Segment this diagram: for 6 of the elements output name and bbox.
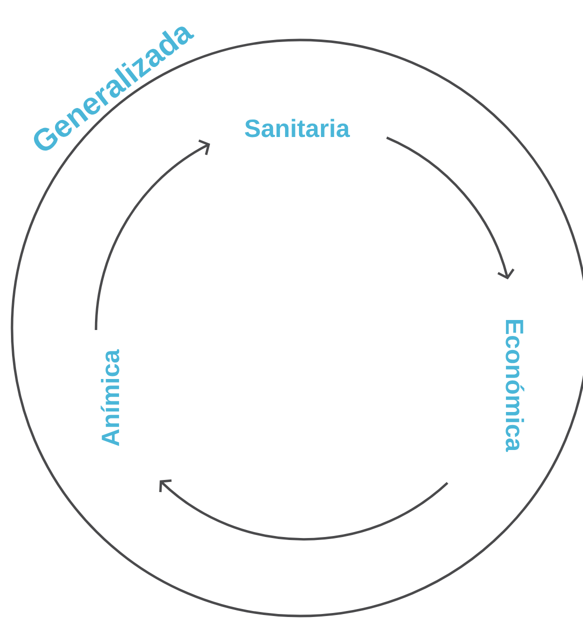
arrow: [94, 139, 210, 330]
cycle-label: Sanitaria: [244, 118, 350, 138]
arrow: [386, 136, 514, 280]
arrow: [159, 479, 448, 540]
cycle-label: Anímica: [100, 349, 120, 446]
cycle-label: Económica: [506, 320, 524, 452]
